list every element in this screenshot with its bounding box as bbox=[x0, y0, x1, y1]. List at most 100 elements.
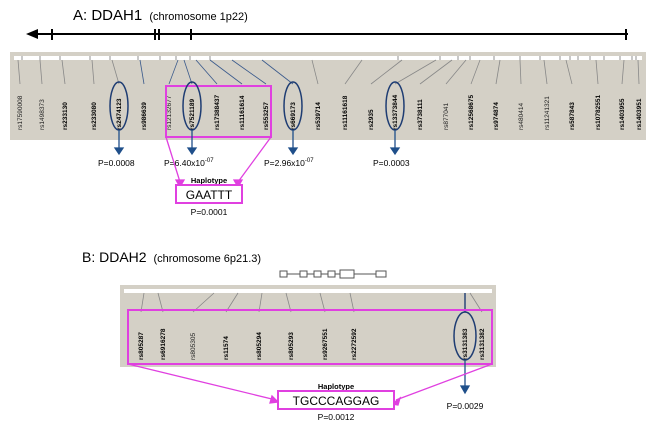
pvalue-arrows-a bbox=[113, 130, 401, 156]
snp-label-rs553257: rs553257 bbox=[263, 102, 270, 130]
connector-rs805293 bbox=[285, 292, 292, 313]
haplotype-label-b: Haplotype bbox=[318, 382, 354, 391]
snp-label-rs1403951: rs1403951 bbox=[636, 98, 643, 130]
ddah2-snp-labels: rs805287 rs6916278 rs805305 rs11574 rs805294… bbox=[138, 328, 486, 360]
connector-rs11241321 bbox=[543, 59, 548, 85]
connector-rs587843 bbox=[565, 59, 573, 85]
pvalue-a-2: P=2.96x10-07 bbox=[264, 158, 314, 168]
snp-label-rs233130: rs233130 bbox=[62, 102, 69, 130]
connector-rs6916278 bbox=[157, 292, 164, 313]
connector-rs17590008 bbox=[17, 59, 21, 85]
snp-label-rs12132677: rs12132677 bbox=[166, 95, 173, 130]
snp-label-rs3738111: rs3738111 bbox=[417, 99, 424, 130]
connector-rs12568675 bbox=[470, 59, 481, 85]
panel-b-title: B: DDAH2 (chromosome 6p21.3) bbox=[82, 249, 261, 265]
ddah1-snp-labels: rs17590008 rs1498373 rs233130 rs233080 rs247… bbox=[17, 95, 643, 130]
snp-connector-lines bbox=[17, 59, 640, 85]
haplotype-block-a bbox=[165, 85, 272, 138]
snp-label-rs11161618: rs11161618 bbox=[342, 95, 349, 130]
connector-rs12132677 bbox=[168, 59, 179, 85]
connector-rs11161614 bbox=[209, 59, 243, 85]
connector-rs877041 bbox=[445, 59, 467, 85]
snp-label-rs3131383: rs3131383 bbox=[462, 328, 469, 360]
haplotype-sequence-b: TGCCCAGGAG bbox=[293, 394, 380, 408]
connector-rs480414 bbox=[519, 59, 522, 85]
pvalue-b: P=0.0029 bbox=[447, 401, 484, 411]
snp-label-rs1403955: rs1403955 bbox=[619, 98, 626, 130]
snp-label-rs7521189: rs7521189 bbox=[189, 99, 196, 130]
connector-rs7521189 bbox=[183, 59, 193, 85]
connector-rs974874 bbox=[495, 59, 501, 85]
snp-label-rs587843: rs587843 bbox=[569, 102, 576, 130]
snp-label-rs233080: rs233080 bbox=[91, 102, 98, 130]
connector-rs2272592 bbox=[349, 292, 355, 313]
connector-rs2935 bbox=[370, 59, 403, 85]
ddah1-position-ruler bbox=[14, 56, 642, 60]
connector-rs669173 bbox=[261, 59, 294, 85]
connector-rs553257 bbox=[231, 59, 267, 85]
snp-connector-lines-b bbox=[140, 292, 483, 313]
snp-label-rs669173: rs669173 bbox=[290, 102, 297, 130]
haplotype-box-a bbox=[175, 184, 243, 204]
snp-label-rs11574: rs11574 bbox=[223, 336, 230, 360]
ruler-ticks bbox=[21, 56, 637, 60]
ddah2-gene-structure bbox=[279, 269, 387, 279]
haplotype-label-a: Haplotype bbox=[191, 176, 227, 185]
snp-label-rs974874: rs974874 bbox=[493, 102, 500, 130]
snp-label-rs805305: rs805305 bbox=[190, 333, 197, 360]
snp-label-rs2935: rs2935 bbox=[368, 109, 375, 130]
haplotype-sequence-a: GAATTT bbox=[186, 188, 233, 202]
connector-rs805287 bbox=[140, 292, 145, 313]
pvalue-a-1: P=6.40x10-07 bbox=[164, 158, 214, 168]
panel-a-title: A: DDAH1 (chromosome 1p22) bbox=[73, 7, 248, 24]
snp-label-rs17388437: rs17388437 bbox=[214, 95, 221, 130]
snp-label-rs10782551: rs10782551 bbox=[595, 95, 602, 130]
snp-label-rs11161614: rs11161614 bbox=[239, 95, 246, 130]
ddah2-position-ruler bbox=[124, 289, 492, 293]
snp-label-rs2474123: rs2474123 bbox=[116, 98, 123, 130]
snp-label-rs805294: rs805294 bbox=[256, 332, 263, 360]
connector-rs805294 bbox=[258, 292, 263, 313]
snp-label-rs3131382: rs3131382 bbox=[479, 328, 486, 360]
ddah1-gene-structure bbox=[26, 29, 628, 40]
snp-label-rs13373844: rs13373844 bbox=[392, 95, 399, 130]
connector-rs13373844 bbox=[394, 59, 437, 85]
connector-rs1403951 bbox=[637, 59, 640, 85]
haplotype-pvalue-a: P=0.0001 bbox=[191, 207, 228, 217]
snp-label-rs9267551: rs9267551 bbox=[322, 328, 329, 360]
snp-label-rs877041: rs877041 bbox=[443, 103, 450, 130]
snp-label-rs1498373: rs1498373 bbox=[39, 99, 46, 130]
ddah1-snp-band bbox=[10, 52, 646, 140]
haplotype-arrows-b bbox=[127, 363, 493, 406]
snp-label-rs805287: rs805287 bbox=[138, 332, 145, 360]
snp-label-rs2272592: rs2272592 bbox=[351, 328, 358, 360]
connector-rs9267551 bbox=[319, 292, 326, 313]
connector-rs1498373 bbox=[39, 59, 43, 85]
haplotype-block-b bbox=[127, 309, 493, 365]
connector-rs233130 bbox=[61, 59, 66, 85]
snp-label-rs6916278: rs6916278 bbox=[160, 328, 167, 360]
connector-rs11574 bbox=[225, 292, 239, 313]
snp-label-rs480414: rs480414 bbox=[518, 103, 525, 130]
haplotype-box-b bbox=[277, 390, 395, 410]
connector-rs3131382 bbox=[469, 292, 483, 313]
snp-label-rs986639: rs986639 bbox=[141, 102, 148, 130]
connector-rs986639 bbox=[139, 59, 145, 85]
connector-rs805305 bbox=[192, 292, 215, 313]
pvalue-a-3: P=0.0003 bbox=[373, 158, 410, 168]
snp-label-rs805293: rs805293 bbox=[288, 332, 295, 360]
pvalue-a-0: P=0.0008 bbox=[98, 158, 135, 168]
snp-label-rs17590008: rs17590008 bbox=[17, 95, 24, 130]
connector-rs10782551 bbox=[595, 59, 599, 85]
snp-label-rs12568675: rs12568675 bbox=[468, 95, 475, 130]
ddah2-snp-band bbox=[120, 285, 496, 367]
haplotype-pvalue-b: P=0.0012 bbox=[318, 412, 355, 422]
haplotype-arrows-a bbox=[165, 136, 272, 189]
connector-rs233080 bbox=[91, 59, 95, 85]
connector-rs2474123 bbox=[111, 59, 120, 85]
connector-rs1403955 bbox=[621, 59, 625, 85]
connector-rs539714 bbox=[311, 59, 319, 85]
snp-label-rs539714: rs539714 bbox=[315, 102, 322, 130]
snp-label-rs11241321: rs11241321 bbox=[544, 96, 551, 130]
